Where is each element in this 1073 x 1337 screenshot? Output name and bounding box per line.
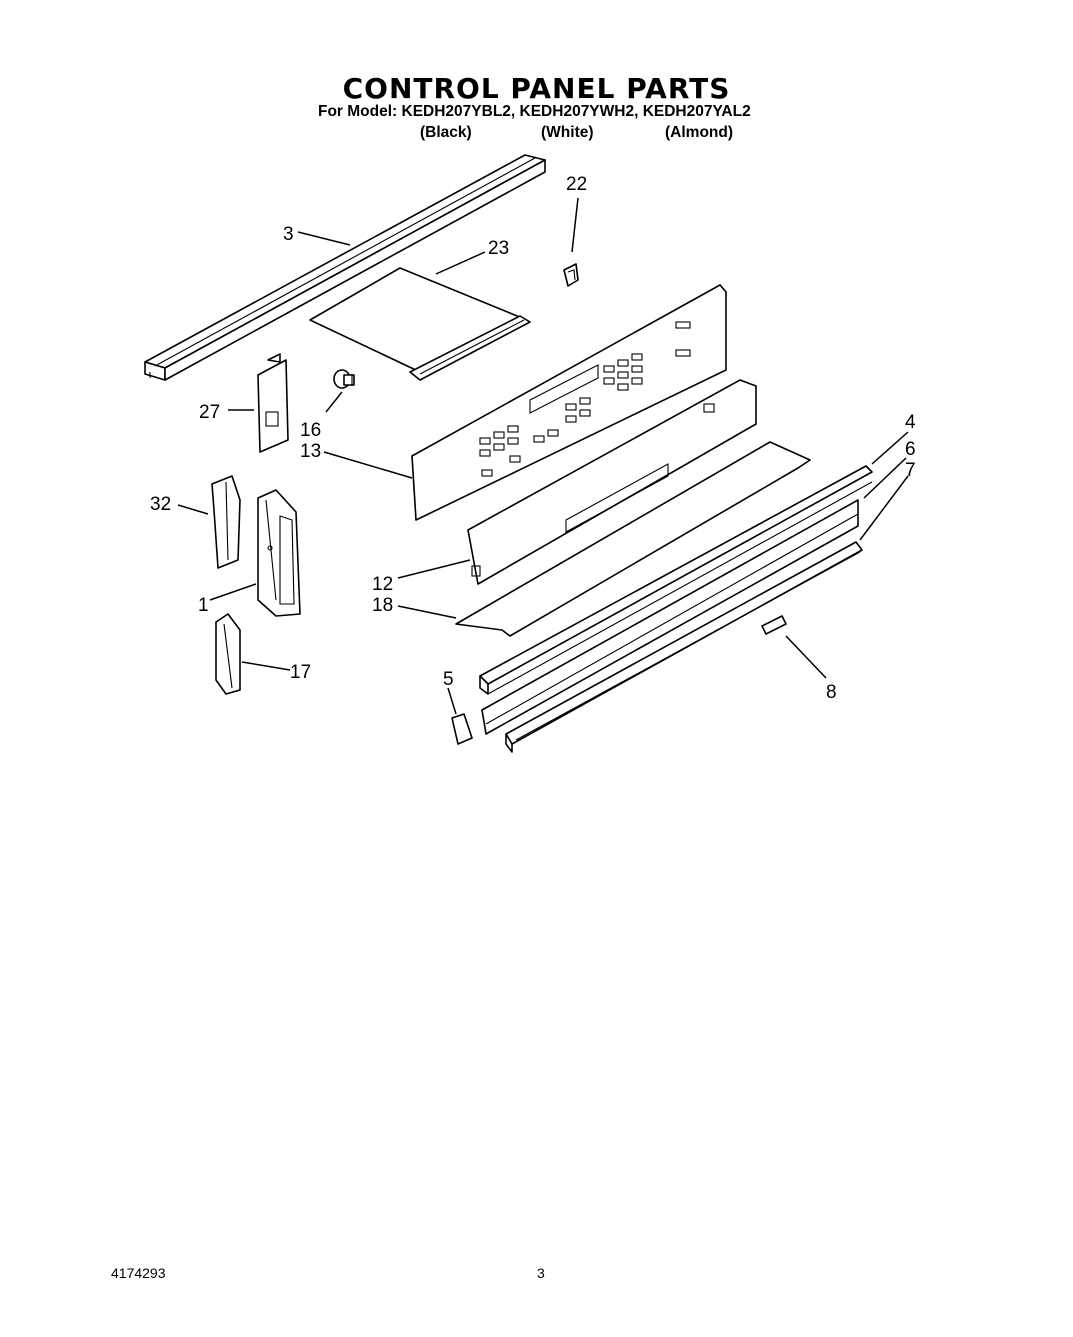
callout-4: 4 [905, 412, 916, 433]
part-27-bracket [257, 353, 289, 453]
callout-32: 32 [150, 494, 171, 515]
part-13-control-panel [411, 284, 727, 521]
part-4-trim-strip [479, 465, 873, 695]
variant-almond: (Almond) [665, 124, 734, 141]
callout-27: 27 [199, 402, 220, 423]
model-line: For Model: KEDH207YBL2, KEDH207YWH2, KED… [318, 103, 751, 120]
page-number: 3 [537, 1265, 545, 1281]
callout-12: 12 [372, 574, 393, 595]
variant-black: (Black) [420, 124, 472, 141]
part-8-clip [761, 615, 787, 635]
callout-22: 22 [566, 174, 587, 195]
part-17-end-bracket [215, 613, 241, 695]
callout-18: 18 [372, 595, 393, 616]
callout-17: 17 [290, 662, 311, 683]
leader-lines [177, 197, 909, 715]
callout-16: 16 [300, 420, 321, 441]
part-23-shield [309, 267, 531, 381]
callout-6: 6 [905, 439, 916, 460]
part-7-bottom-rail [505, 541, 863, 753]
callout-7: 7 [905, 460, 916, 481]
callout-13: 13 [300, 441, 321, 462]
callout-8: 8 [826, 682, 837, 703]
callout-labels: 3 22 23 27 16 13 32 1 17 4 6 7 12 18 5 8 [150, 174, 916, 703]
part-16-spacer [333, 369, 355, 389]
callout-5: 5 [443, 669, 454, 690]
part-5-end-cap [451, 713, 473, 745]
variant-white: (White) [541, 124, 594, 141]
part-32-side-bracket [211, 475, 241, 569]
callout-23: 23 [488, 238, 509, 259]
doc-number: 4174293 [111, 1265, 166, 1281]
part-3-top-trim [144, 154, 546, 381]
part-18-insulation [455, 441, 811, 637]
part-22-clip [563, 263, 579, 287]
part-12-backing-panel [467, 379, 757, 585]
part-1-end-cap [257, 489, 301, 617]
page-title: CONTROL PANEL PARTS [342, 72, 731, 105]
part-6-front-strip [481, 499, 859, 735]
callout-1: 1 [198, 595, 209, 616]
callout-3: 3 [283, 224, 294, 245]
